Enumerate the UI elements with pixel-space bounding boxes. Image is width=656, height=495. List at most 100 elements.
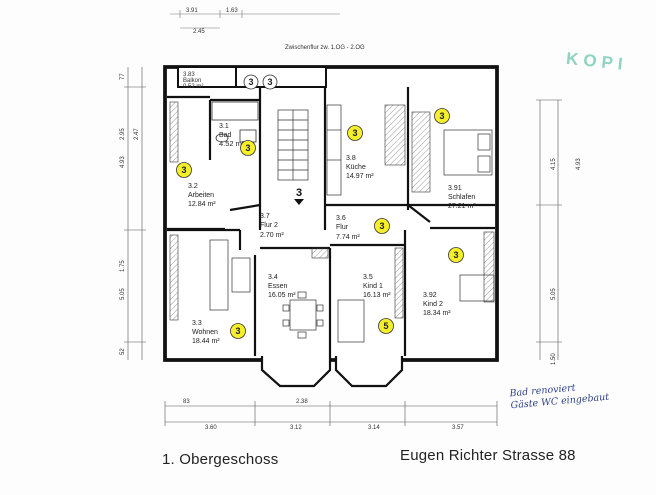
room-badge: 3 [230,323,246,339]
room-area: 14.97 m² [346,173,374,180]
room-number: 3.8 [346,155,356,162]
room-area: 7.74 m² [336,234,360,241]
badge-label: 3 [181,165,186,175]
room-badge: 5 [378,318,394,334]
svg-text:2.95: 2.95 [120,128,126,140]
dining-table [282,291,324,339]
bottom-dimension-labels: 83 2.38 3.60 3.12 3.14 3.57 [183,399,464,431]
room-badge: 3 [176,162,192,178]
room-name: Küche [346,164,366,171]
room-name: Arbeiten [188,192,214,199]
living-furniture [209,239,251,311]
room-number: 3.2 [188,183,198,190]
right-dimension-labels: 4.15 4.93 5.05 1.50 [551,158,582,365]
bottom-dimension-chain [164,401,498,426]
room-number: 3.1 [219,123,229,130]
balcony-area: 0.52 m² [183,84,203,90]
room-name: Flur [336,224,349,231]
svg-text:52: 52 [120,348,126,355]
room-labels: 3.2 Arbeiten 12.84 m² 3.1 Bad 4.52 m² 3.… [188,123,476,345]
room-area: 12.84 m² [188,201,216,208]
staircase [277,109,309,181]
left-dimension-labels: 77 2.95 2.47 4.93 1.75 5.05 52 [120,73,140,355]
dim-top-3: 2.45 [193,29,205,35]
room-kind-2: 3.92 Kind 2 18.34 m² [423,292,451,317]
svg-text:5.05: 5.05 [120,288,126,300]
balcony-name: Balkon [183,78,201,84]
room-name: Bad [219,132,232,139]
room-number: 3.3 [192,320,202,327]
svg-text:2.47: 2.47 [134,128,140,140]
address-caption: Eugen Richter Strasse 88 [400,447,576,464]
svg-text:1.75: 1.75 [120,260,126,272]
room-wohnen: 3.3 Wohnen 18.44 m² [192,320,220,345]
room-name: Schlafen [448,194,475,201]
svg-text:3.60: 3.60 [205,425,217,431]
balcony-num: 3.83 [183,72,195,78]
top-dimension-chain [170,10,340,29]
room-badge: 3 [434,108,450,124]
svg-text:1.50: 1.50 [551,353,557,365]
badge-label: 3 [439,111,444,121]
room-bad: 3.1 Bad 4.52 m² [219,123,245,148]
svg-text:3.57: 3.57 [452,425,464,431]
marker-badge: 3 [262,74,278,90]
dim-top-2: 1.63 [226,8,238,14]
svg-text:2.38: 2.38 [296,399,308,405]
room-flur: 3.6 Flur 7.74 m² [336,215,360,241]
svg-text:3: 3 [296,187,302,199]
room-name: Flur 2 [260,222,278,229]
room-schlafen: 3.91 Schlafen 27.21 m² [448,185,476,210]
badge-label: 3 [235,326,240,336]
room-flur-2: 3.7 Flur 2 2.70 m² [260,213,284,239]
room-kind-1: 3.5 Kind 1 16.13 m² [363,274,391,299]
bay-windows [260,356,404,388]
room-area: 16.05 m² [268,292,296,299]
room-arbeiten: 3.2 Arbeiten 12.84 m² [188,183,216,208]
svg-text:3.12: 3.12 [290,425,302,431]
left-dimension-chain [124,67,146,360]
interior-walls [167,87,495,356]
room-number: 3.4 [268,274,278,281]
badge-label: 3 [379,221,384,231]
dim-top-1: 3.91 [186,8,198,14]
room-badge: 3 [240,140,256,156]
badge-label: 3 [245,143,250,153]
room-area: 2.70 m² [260,232,284,239]
room-name: Kind 2 [423,301,443,308]
room-number: 3.92 [423,292,437,299]
svg-text:3.14: 3.14 [368,425,380,431]
room-number: 3.5 [363,274,373,281]
room-badges: 3 3 3 3 3 3 3 3 3 5 [176,74,464,339]
room-number: 3.7 [260,213,270,220]
svg-text:77: 77 [120,73,126,80]
staircase-arrow-icon: 3 [294,187,304,205]
right-dimension-chain [536,99,562,360]
svg-text:5.05: 5.05 [551,288,557,300]
svg-text:4.93: 4.93 [576,158,582,170]
marker-badge: 3 [243,74,259,90]
room-badge: 3 [347,125,363,141]
room-area: 18.34 m² [423,310,451,317]
badge-label: 3 [248,77,253,87]
room-kueche: 3.8 Küche 14.97 m² [346,155,374,180]
header-note: Zwischenflur zw. 1.OG - 2.OG [285,45,365,51]
room-essen: 3.4 Essen 16.05 m² [268,274,296,299]
floor-caption: 1. Obergeschoss [162,451,279,468]
room-area: 18.44 m² [192,338,220,345]
room-badge: 3 [374,218,390,234]
kids-furniture [337,274,495,343]
room-name: Kind 1 [363,283,383,290]
top-projections [177,66,327,88]
room-name: Wohnen [192,329,218,336]
kitchen-counter [326,104,342,196]
badge-label: 3 [267,77,272,87]
room-badge: 3 [448,247,464,263]
badge-label: 3 [453,250,458,260]
svg-text:4.15: 4.15 [551,158,557,170]
wall-hatching [169,101,495,321]
svg-text:4.93: 4.93 [120,156,126,168]
svg-text:83: 83 [183,399,190,405]
badge-label: 3 [352,128,357,138]
